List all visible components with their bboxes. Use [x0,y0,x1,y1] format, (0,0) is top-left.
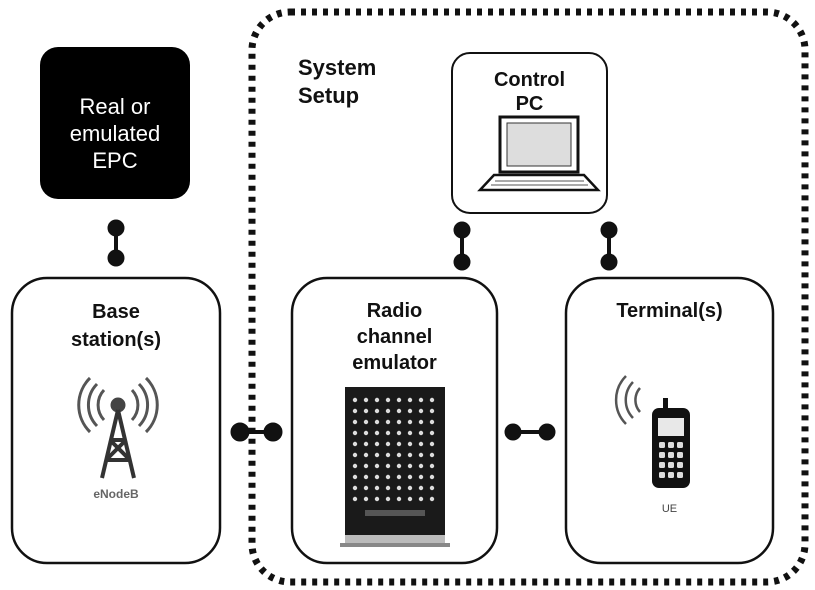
connector-base-emulator [230,422,283,442]
connector-pc-terminal [600,221,618,271]
laptop-icon [477,115,601,192]
epc-label: Real or emulated EPC [69,94,161,173]
system-setup-label: System Setup [298,55,377,108]
epc-box [40,47,190,199]
channel-emulator-device-icon [340,387,450,547]
system-setup-boundary [248,8,809,586]
mobile-phone-icon [614,375,690,488]
connector-emulator-terminal [504,423,556,441]
antenna-tower-icon [77,376,159,479]
control-pc-label: Control PC [493,69,566,115]
channel-emulator-label: Radio channel emulator [352,300,437,374]
terminal-caption: UE [661,503,678,515]
connector-epc-base [107,219,125,267]
connector-pc-emulator [453,221,471,271]
base-station-label: Base station(s) [71,301,161,351]
base-station-caption: eNodeB [93,487,139,501]
terminal-label: Terminal(s) [616,300,723,322]
